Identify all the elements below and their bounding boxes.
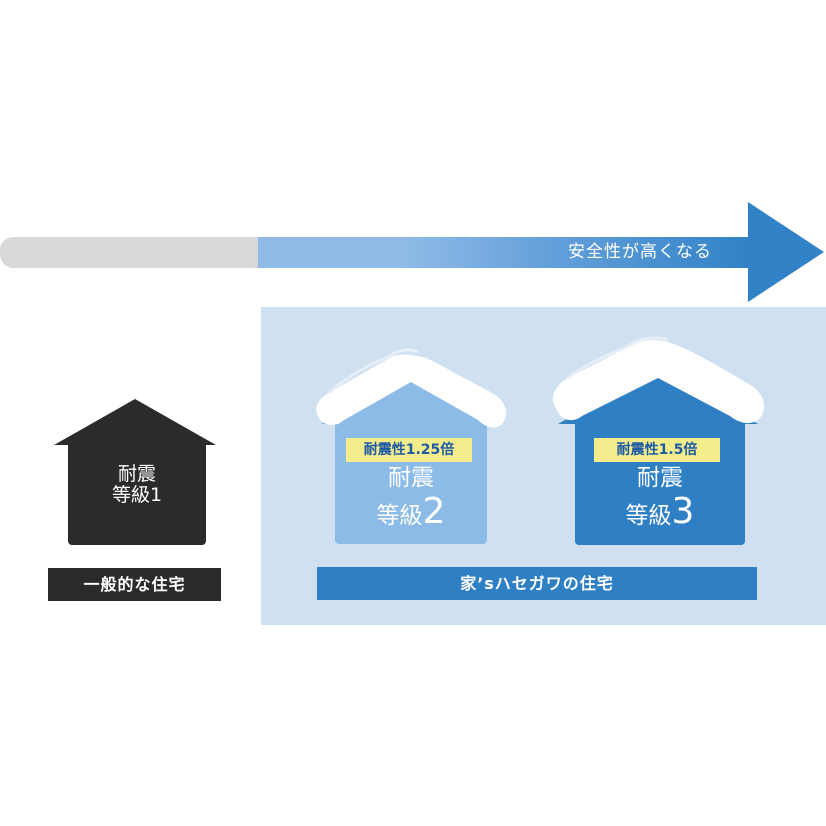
house-grade2-snow (316, 354, 507, 428)
house-grade3-line1: 耐震 (637, 465, 683, 491)
house-general-shape (54, 399, 216, 545)
house-general-level: 1 (149, 484, 163, 507)
house-grade2-line2: 等級2 (376, 490, 446, 532)
ratio-badge-grade2: 耐震性1.25倍 (346, 438, 472, 462)
caption-general: 一般的な住宅 (48, 568, 221, 601)
house-grade2-label: 耐震 等級2 (335, 465, 487, 532)
house-grade3-level: 3 (671, 490, 695, 532)
house-general-line2: 等級1 (111, 484, 163, 507)
arrow-body-blue (258, 202, 824, 302)
house-grade3-line2: 等級3 (625, 490, 695, 532)
caption-hasegawa: 家’sハセガワの住宅 (317, 567, 757, 600)
house-grade2-level: 2 (422, 490, 446, 532)
arrow-label: 安全性が高くなる (568, 242, 712, 262)
house-grade3-label: 耐震 等級3 (575, 465, 745, 532)
ratio-badge-grade3: 耐震性1.5倍 (594, 438, 720, 462)
house-grade2-line1: 耐震 (388, 465, 434, 491)
house-general-label: 耐震 等級1 (68, 463, 206, 507)
house-grade3-snow (552, 340, 765, 424)
arrow-tail-gray (0, 237, 258, 268)
house-general-line1: 耐震 (117, 463, 156, 485)
